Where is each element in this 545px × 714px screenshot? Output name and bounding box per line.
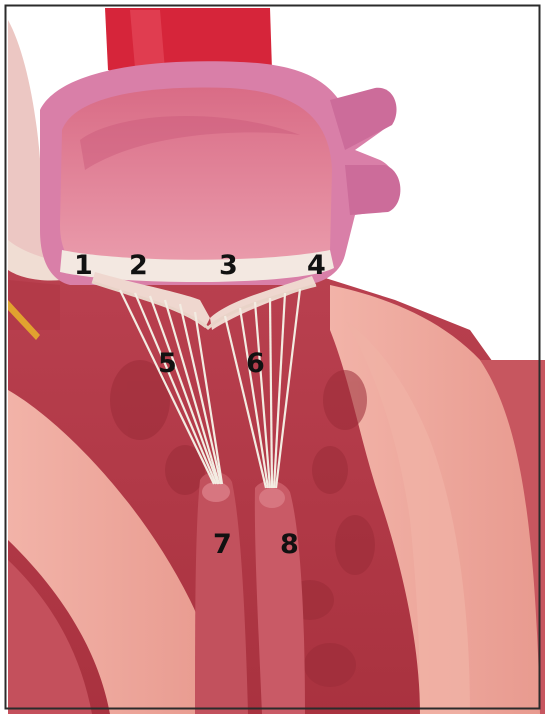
label-7: 7 bbox=[213, 529, 232, 560]
pulmonary-vein-lower bbox=[345, 165, 400, 215]
papillary-tip-7 bbox=[202, 482, 230, 502]
left-atrium-interior bbox=[60, 87, 332, 266]
aorta-highlight bbox=[130, 10, 165, 70]
label-8: 8 bbox=[280, 529, 299, 560]
label-3: 3 bbox=[219, 250, 238, 281]
label-1: 1 bbox=[74, 250, 93, 281]
label-5: 5 bbox=[158, 348, 177, 379]
label-4: 4 bbox=[307, 250, 326, 281]
label-2: 2 bbox=[129, 250, 148, 281]
left-outflow-tract bbox=[8, 280, 60, 330]
label-6: 6 bbox=[246, 348, 265, 379]
papillary-tip-8 bbox=[259, 488, 285, 508]
